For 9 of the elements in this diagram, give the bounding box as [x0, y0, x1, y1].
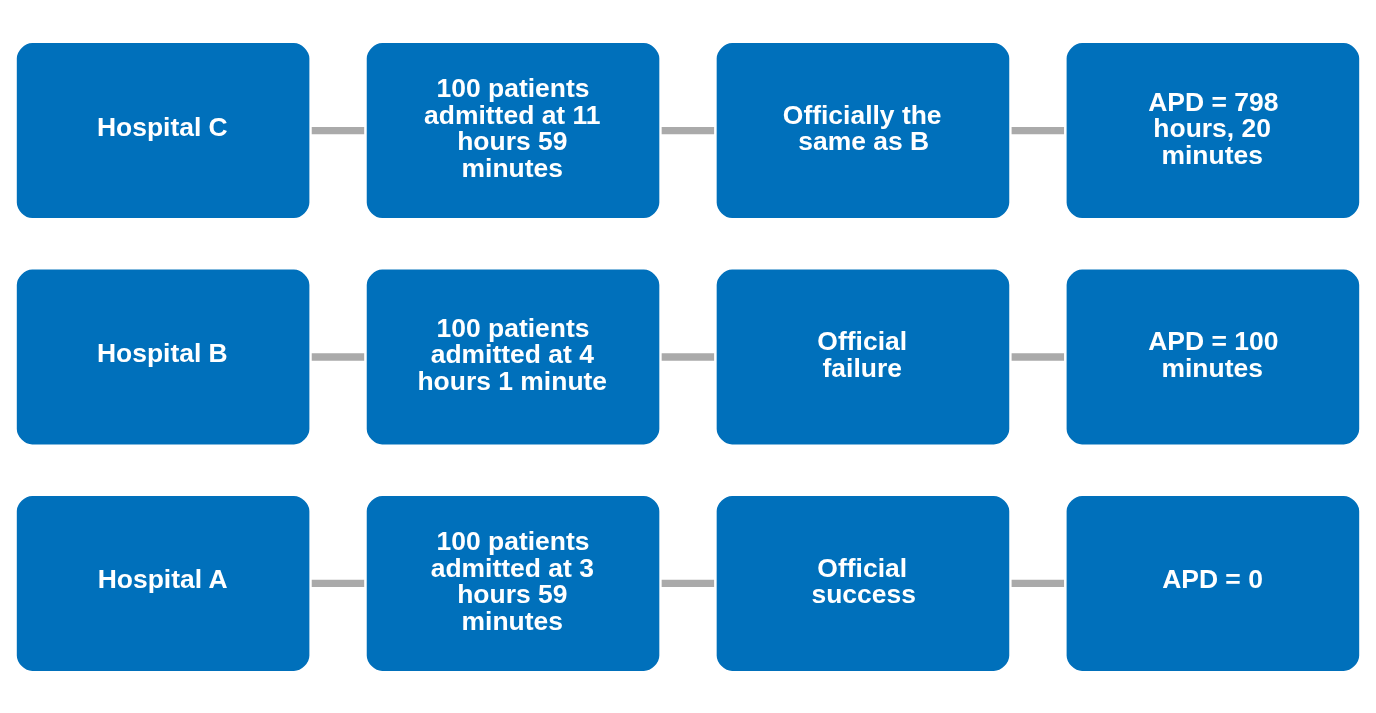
connector — [661, 352, 715, 361]
connector — [1011, 579, 1065, 587]
connector — [311, 126, 365, 134]
connector — [661, 579, 715, 587]
connector — [1011, 126, 1065, 134]
connector — [661, 126, 715, 134]
connector — [1011, 352, 1065, 361]
connector — [311, 352, 365, 361]
connector — [311, 579, 365, 587]
